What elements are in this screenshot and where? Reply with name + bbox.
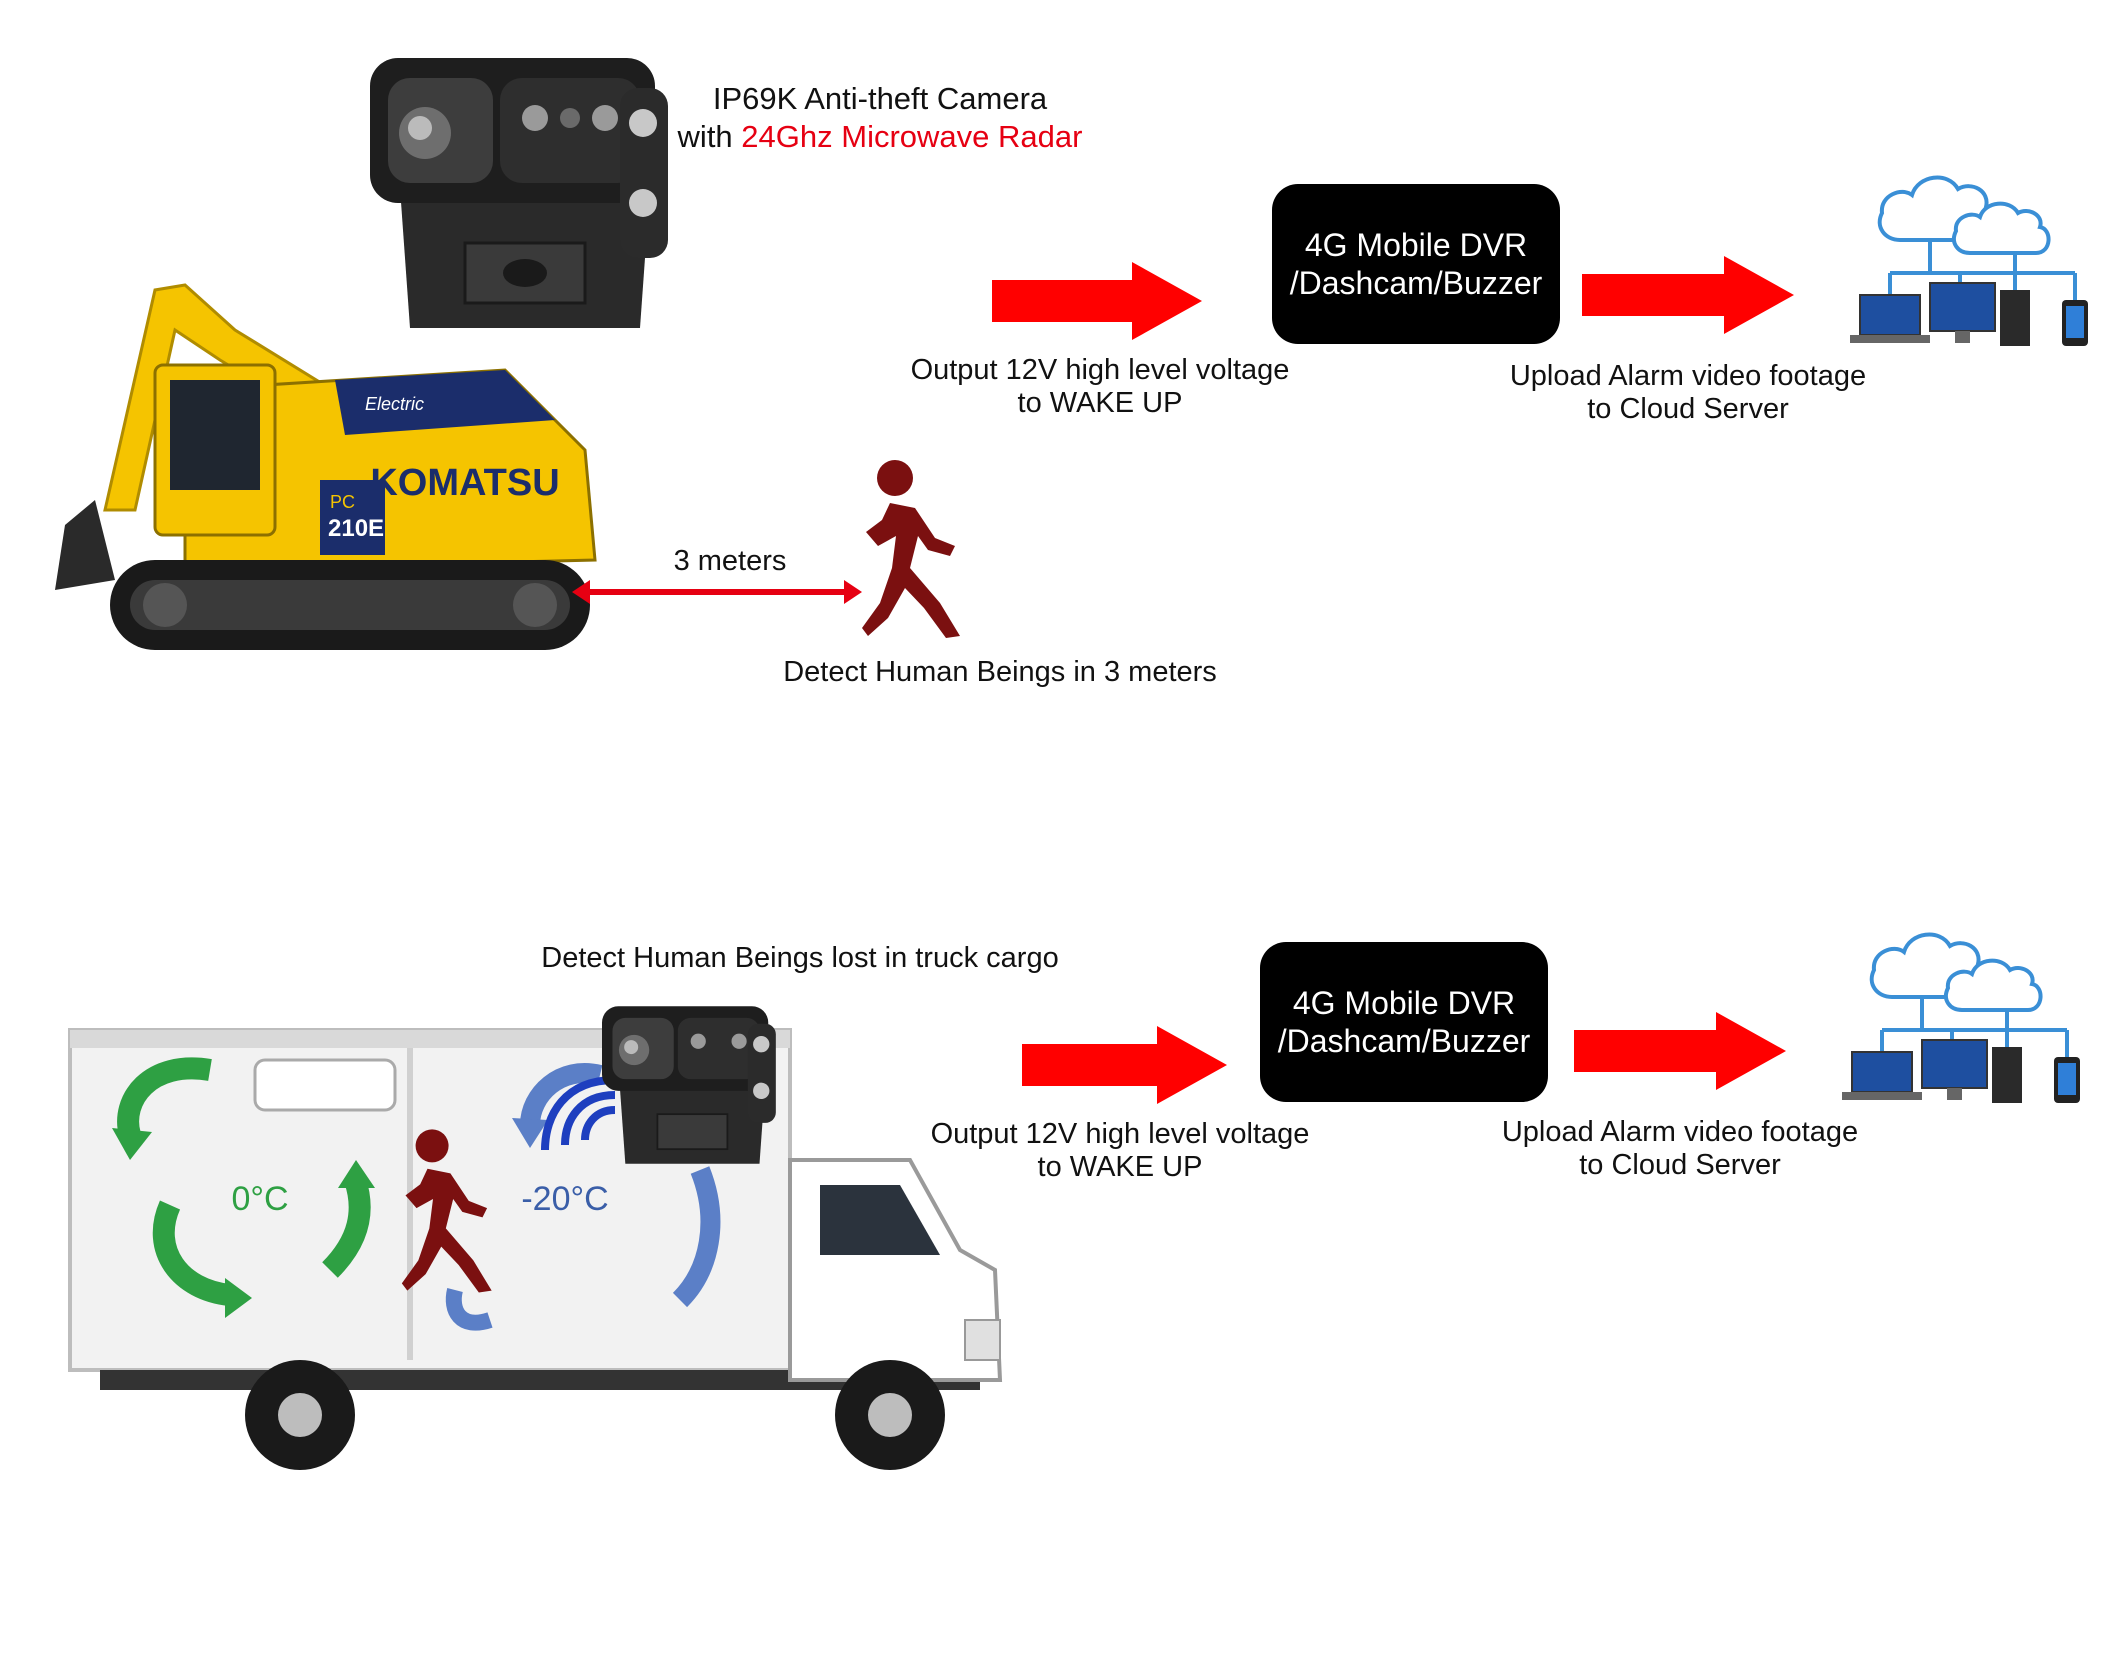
camera-icon: [602, 1006, 776, 1164]
top-dvr-line2: /Dashcam/Buzzer: [1289, 265, 1543, 301]
arrow-right-icon: [1582, 256, 1794, 334]
camera-icon: [370, 58, 668, 328]
bottom-dvr-line1: 4G Mobile DVR: [1292, 985, 1516, 1021]
distance-label: 3 meters: [673, 545, 787, 577]
bottom-dvr-line2: /Dashcam/Buzzer: [1277, 1023, 1531, 1059]
cloud-network-icon: [1850, 175, 2088, 346]
double-arrow-icon: [572, 580, 862, 604]
top-upload-line1: Upload Alarm video footage: [1509, 360, 1867, 392]
excavator-model: PC: [330, 492, 355, 512]
bottom-upload-label: Upload Alarm video footage to Cloud Serv…: [1480, 1116, 1880, 1182]
person-walking-icon: [862, 460, 960, 638]
top-detect-label: Detect Human Beings in 3 meters: [783, 656, 1217, 688]
bottom-output-line2: to WAKE UP: [1037, 1151, 1203, 1183]
bottom-output-label: Output 12V high level voltage to WAKE UP: [920, 1118, 1320, 1184]
person-walking-icon: [401, 1129, 492, 1293]
bottom-upload-line1: Upload Alarm video footage: [1501, 1116, 1859, 1148]
cloud-network-icon: [1842, 932, 2080, 1103]
arrow-right-icon: [1022, 1026, 1227, 1104]
radar-highlight: 24Ghz Microwave Radar: [741, 119, 1083, 154]
temp-left: 0°C: [231, 1180, 288, 1218]
top-output-label: Output 12V high level voltage to WAKE UP: [900, 354, 1300, 420]
top-output-line2: to WAKE UP: [1017, 387, 1183, 419]
temp-right: -20°C: [521, 1180, 608, 1218]
excavator-badge: Electric: [365, 394, 424, 414]
camera-title: IP69K Anti-theft Camera with 24Ghz Micro…: [660, 80, 1100, 156]
excavator-icon: KOMATSU PC 210E Electric: [55, 283, 597, 650]
top-upload-line2: to Cloud Server: [1587, 393, 1789, 425]
bottom-detect-label: Detect Human Beings lost in truck cargo: [541, 942, 1059, 974]
bottom-output-line1: Output 12V high level voltage: [930, 1118, 1310, 1150]
top-output-line1: Output 12V high level voltage: [910, 354, 1290, 386]
excavator-model-num: 210E: [328, 515, 384, 542]
arrow-right-icon: [1574, 1012, 1786, 1090]
bottom-upload-line2: to Cloud Server: [1579, 1149, 1781, 1181]
camera-title-line1: IP69K Anti-theft Camera: [712, 81, 1048, 116]
camera-title-line2: with 24Ghz Microwave Radar: [677, 119, 1083, 154]
arrow-right-icon: [992, 262, 1202, 340]
top-dvr-line1: 4G Mobile DVR: [1304, 227, 1528, 263]
bottom-dvr-box: 4G Mobile DVR /Dashcam/Buzzer: [1260, 942, 1548, 1102]
radar-waves-icon: [541, 1076, 616, 1151]
excavator-brand: KOMATSU: [370, 462, 559, 504]
top-dvr-box: 4G Mobile DVR /Dashcam/Buzzer: [1272, 184, 1560, 344]
top-upload-label: Upload Alarm video footage to Cloud Serv…: [1488, 360, 1888, 426]
